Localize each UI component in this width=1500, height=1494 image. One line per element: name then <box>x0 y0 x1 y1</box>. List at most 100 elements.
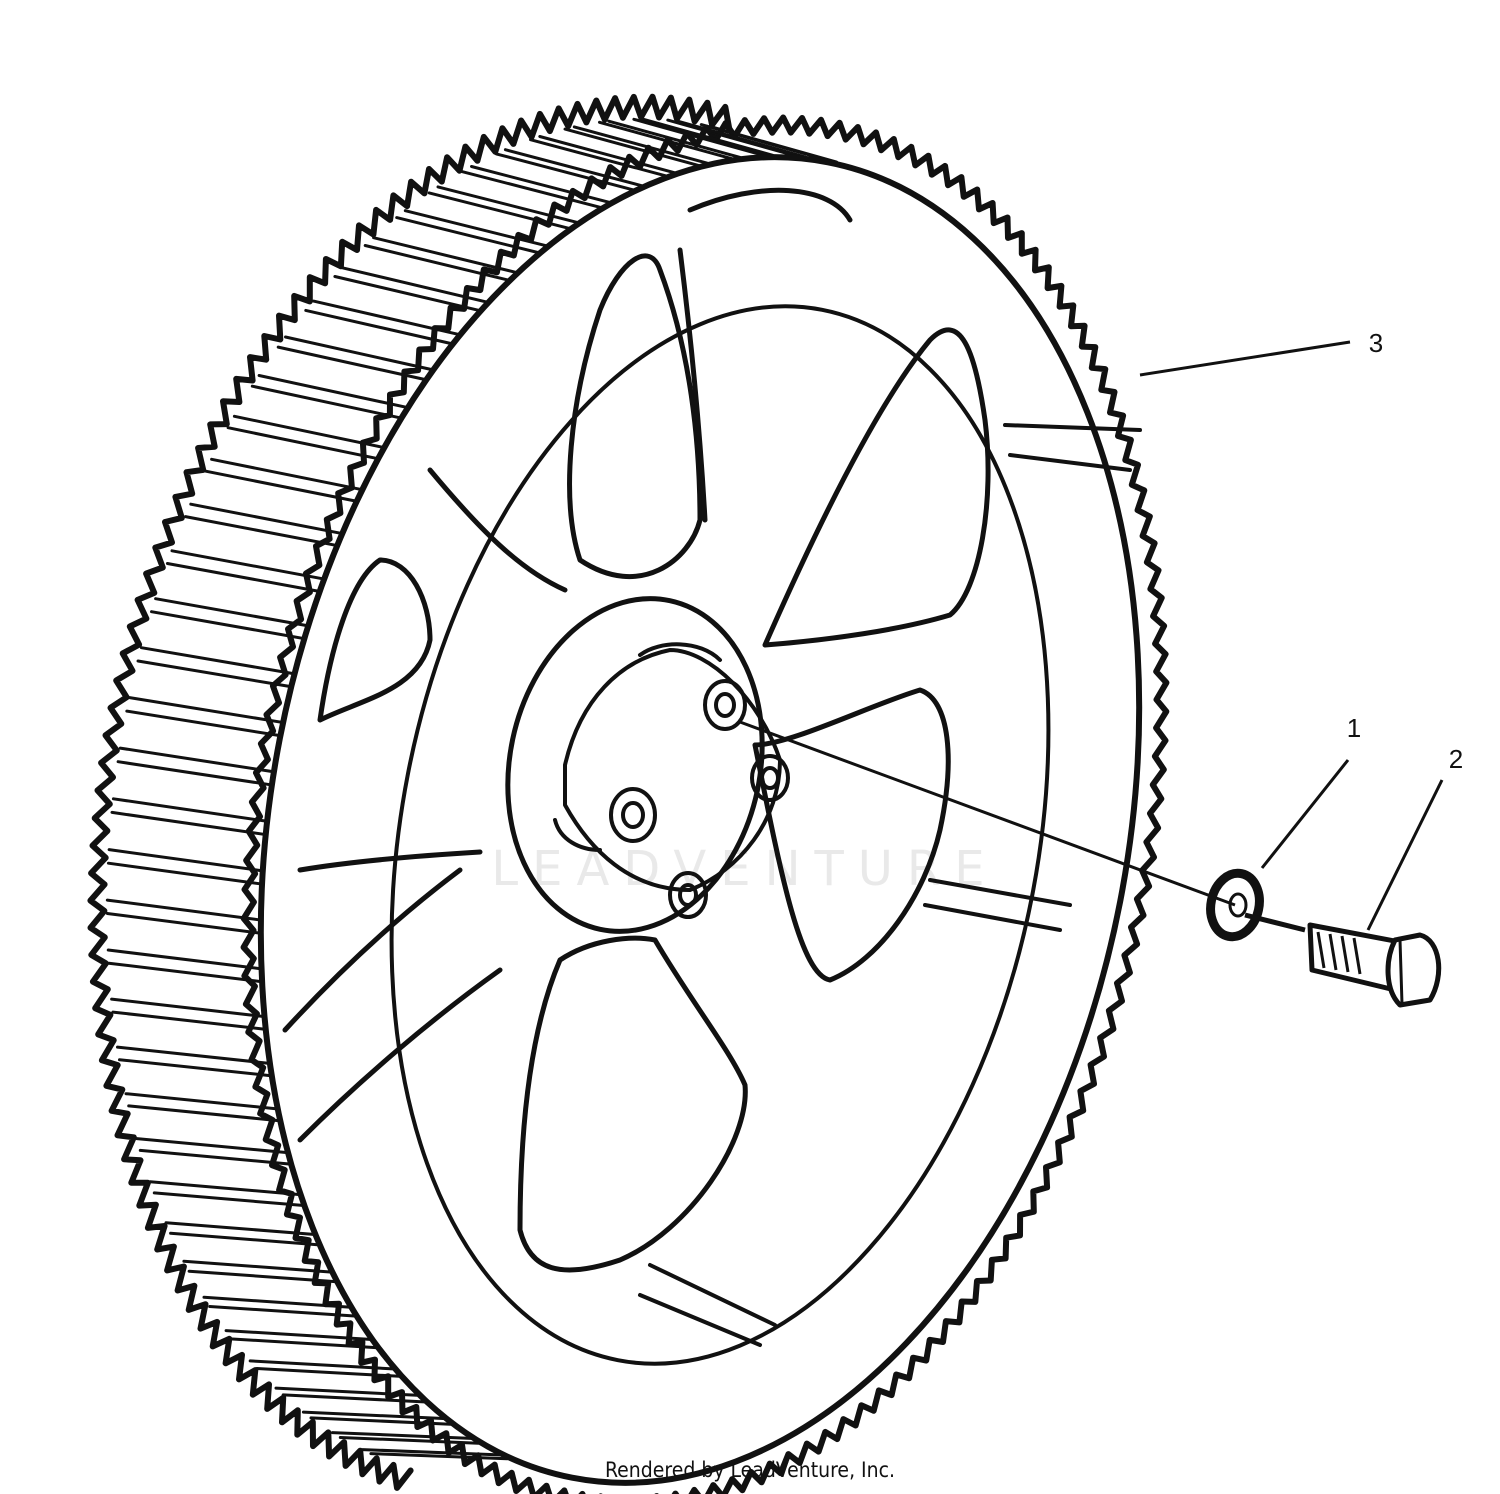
tread-lug <box>529 138 668 178</box>
washer-part[interactable] <box>1205 868 1265 942</box>
tread-lug <box>708 125 839 164</box>
tread-lug <box>403 209 548 248</box>
callout-2-leader <box>1366 779 1444 931</box>
wheel-tread-front-edge <box>240 114 1170 1494</box>
tread-lug <box>170 549 324 581</box>
tread-lug <box>641 117 775 157</box>
tread-lug <box>136 659 291 688</box>
tread-lug <box>135 1137 288 1154</box>
tread-lug <box>460 170 603 209</box>
tread-lug <box>106 861 262 886</box>
wheel-rim-outer <box>257 154 1143 1486</box>
tread-lug <box>598 120 733 161</box>
tread-lug <box>333 275 481 312</box>
tread-lug <box>304 308 453 345</box>
tread-lug <box>182 1259 332 1274</box>
tread-lug <box>494 152 635 192</box>
callout-2[interactable]: 2 <box>1366 744 1463 931</box>
callout-3-leader <box>1139 340 1351 377</box>
tread-lug <box>607 119 742 159</box>
wheel-part[interactable] <box>87 81 1248 1494</box>
tread-lug <box>276 345 426 381</box>
tread-lug <box>309 1416 452 1426</box>
callout-1-label: 1 <box>1347 713 1361 743</box>
tread-lug <box>106 948 261 971</box>
tread-lug <box>248 1359 395 1371</box>
tread-lug <box>107 961 262 983</box>
tread-lug <box>118 1058 272 1078</box>
tread-lug <box>436 185 579 224</box>
tread-lug <box>363 244 510 282</box>
wheel-spoke-windows <box>282 187 991 1273</box>
tread-lug <box>204 469 357 503</box>
tread-lug <box>301 1410 445 1420</box>
callout-1[interactable]: 1 <box>1260 713 1361 869</box>
tread-lug <box>202 1295 351 1309</box>
tread-lug <box>152 1191 304 1207</box>
wheel-tread-lugs <box>105 117 839 1461</box>
tread-lug <box>165 562 320 593</box>
tread-lug <box>230 1337 378 1350</box>
tread-lug <box>118 746 274 773</box>
tread-lug <box>338 1436 480 1445</box>
tread-lug <box>125 709 280 737</box>
tread-lug <box>341 266 488 304</box>
tread-lug <box>224 1329 372 1341</box>
tread-lug <box>189 502 342 535</box>
tread-lug <box>284 335 433 371</box>
tread-lug <box>427 191 571 230</box>
wheel-rim-ribs <box>638 423 1142 1347</box>
tread-lug <box>116 1045 270 1065</box>
wheel-hub <box>505 596 790 934</box>
wheel-tread-back-edge <box>87 93 733 1491</box>
tread-lug <box>257 374 408 409</box>
tread-lug <box>255 1367 401 1378</box>
tread-lug <box>274 1386 419 1397</box>
tread-lug <box>116 760 272 787</box>
hub-bolt-holes <box>609 679 790 919</box>
tread-lug <box>148 1180 300 1196</box>
tread-lug <box>105 912 261 935</box>
tread-lug <box>232 414 384 449</box>
tread-lug <box>105 898 261 922</box>
tread-lug <box>226 426 378 460</box>
callout-3-label: 3 <box>1369 328 1383 358</box>
tread-lug <box>632 117 766 157</box>
tread-lug <box>110 810 266 836</box>
tread-lug <box>312 299 460 336</box>
tread-lug <box>395 216 540 254</box>
tread-lug <box>281 1393 426 1404</box>
tread-lug <box>361 1448 501 1457</box>
tread-lug <box>110 997 264 1018</box>
tread-lug <box>210 457 362 491</box>
tread-lug <box>666 118 798 158</box>
tread-lug <box>169 1231 320 1247</box>
tread-lug <box>107 848 263 873</box>
bolt-part[interactable] <box>1244 912 1442 1008</box>
assembly-center-line <box>739 720 1236 907</box>
tread-lug <box>138 1148 291 1166</box>
tread-lug <box>250 384 401 420</box>
tread-lug <box>208 1305 356 1318</box>
callout-2-label: 2 <box>1449 744 1463 774</box>
tread-lug <box>675 119 807 159</box>
tread-lug <box>111 1010 266 1031</box>
footer-credit: Rendered by LeadVenture, Inc. <box>605 1458 895 1482</box>
tread-lug <box>128 696 283 724</box>
tread-lug <box>184 515 337 547</box>
tread-lug <box>164 1221 315 1236</box>
tread-lug <box>572 125 709 165</box>
tread-lug <box>503 148 644 188</box>
tread-lug <box>369 1452 509 1461</box>
tread-lug <box>187 1269 337 1284</box>
tread-lug <box>538 135 676 175</box>
callout-3[interactable]: 3 <box>1139 328 1383 377</box>
callout-1-leader <box>1260 759 1350 869</box>
tread-lug <box>154 597 308 627</box>
tread-lug <box>372 236 518 274</box>
tread-lug <box>139 646 295 675</box>
tread-lug <box>150 610 304 640</box>
tread-lug <box>111 797 267 823</box>
tread-lug <box>124 1092 278 1111</box>
